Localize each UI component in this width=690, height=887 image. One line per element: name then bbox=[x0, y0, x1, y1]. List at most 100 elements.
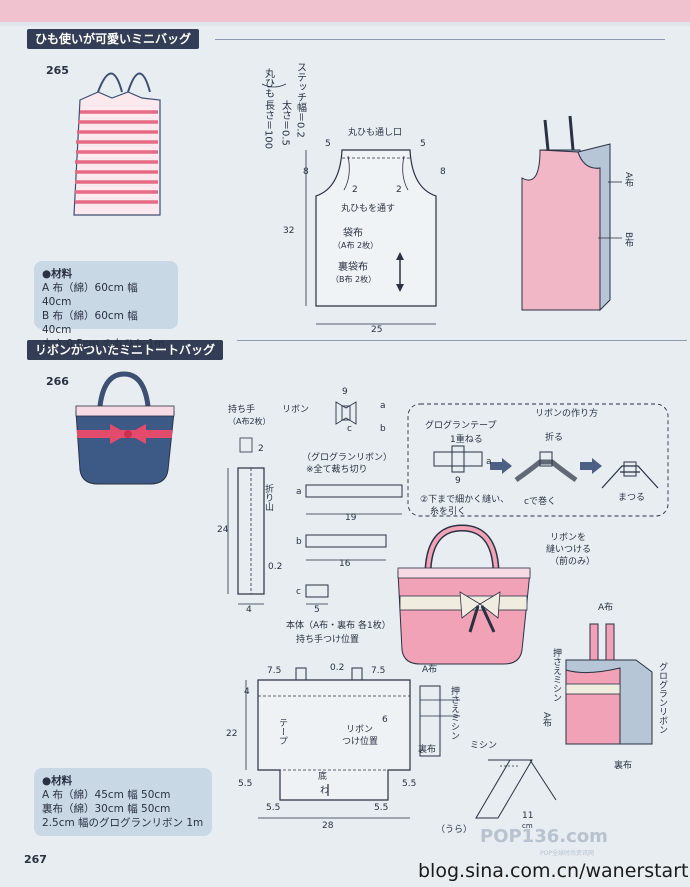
section-266-title: リボンがついたミニトートバッグ bbox=[27, 340, 224, 360]
piece-a: a bbox=[486, 457, 492, 467]
sew-ribbon-label: リボンを bbox=[550, 532, 586, 543]
sew-ribbon-label2: 縫いつける bbox=[546, 543, 591, 555]
slip-stitch-label: まつる bbox=[618, 492, 645, 503]
dim-7.5: 7.5 bbox=[371, 666, 385, 676]
page-number: 267 bbox=[24, 853, 47, 866]
material-line: A 布（綿）45cm 幅 50cm bbox=[42, 789, 171, 801]
handle-sub: （A布2枚） bbox=[228, 416, 271, 426]
section-265-title: ひも使いが可愛いミニバッグ bbox=[27, 29, 200, 49]
watermark-logo: POP136.com bbox=[480, 826, 608, 847]
piece-a: a bbox=[380, 401, 386, 411]
bag-side-construction bbox=[521, 115, 622, 312]
cut-note: ※全て裁ち切り bbox=[306, 463, 368, 475]
topstitch-label: 押さえミシン bbox=[449, 685, 460, 740]
materials-panel-266: ●材料 A 布（綿）45cm 幅 50cm 裏布（綿）30cm 幅 50cm 2… bbox=[34, 768, 212, 836]
tape-label: テープ bbox=[277, 718, 287, 745]
materials-panel-265: ●材料 A 布（綿）60cm 幅 40cm B 布（綿）60cm 幅 40cm … bbox=[34, 261, 178, 350]
body-label: 本体（A布・裏布 各1枚） bbox=[286, 619, 391, 631]
dim-5: 5 bbox=[325, 139, 331, 149]
detail-labels: （うら） 11 cm bbox=[436, 811, 533, 835]
dim-8: 8 bbox=[303, 167, 309, 177]
handle-seam-detail bbox=[475, 759, 557, 819]
section-divider bbox=[237, 340, 687, 341]
grosgrain-tape-label: グログランテープ bbox=[425, 419, 496, 431]
body-pattern bbox=[245, 667, 411, 819]
tote-bag-illustration bbox=[75, 371, 175, 485]
dim-11: 11 bbox=[522, 811, 533, 821]
material-line: A 布（綿）60cm 幅 40cm bbox=[42, 282, 138, 308]
fabric-b-label: B布 bbox=[623, 232, 634, 248]
dim-28: 28 bbox=[322, 821, 334, 831]
fold-wa-label: わ bbox=[320, 785, 329, 796]
top-pink-band bbox=[0, 0, 690, 22]
dim-4: 4 bbox=[246, 605, 252, 615]
handle-pattern bbox=[227, 437, 265, 605]
item-number-266: 266 bbox=[46, 375, 69, 388]
ribbon-howto-labels: リボンの作り方 グログランテープ 1重ねる 折る a 9 ②下まで細かく縫い、 … bbox=[420, 407, 645, 517]
dim-24: 24 bbox=[217, 525, 229, 535]
dim-25: 25 bbox=[371, 325, 382, 335]
fabric-a-label: A布 bbox=[541, 712, 552, 728]
blog-url: blog.sina.com.cn/wanerstart bbox=[418, 860, 689, 882]
fold-label: 折る bbox=[545, 431, 563, 443]
handle-position-label: 持ち手つけ位置 bbox=[296, 633, 359, 645]
dim-8: 8 bbox=[440, 167, 446, 177]
materials-title: ●材料 bbox=[42, 775, 73, 787]
dim-4: 4 bbox=[244, 687, 250, 697]
dim-0.2: 0.2 bbox=[330, 663, 344, 673]
sew-ribbon-labels: リボンを 縫いつける （前のみ） bbox=[546, 532, 595, 567]
material-line: 太さ 0.5cm の丸ひも 1m bbox=[42, 338, 165, 350]
body-pattern-labels: 本体（A布・裏布 各1枚） 持ち手つけ位置 7.5 0.2 7.5 4 22 テ… bbox=[226, 619, 416, 831]
overlap-label: 1重ねる bbox=[450, 433, 483, 445]
lining-label: 裏布 bbox=[418, 743, 436, 755]
fabric-a-label: A布 bbox=[598, 601, 613, 613]
piece-b: b bbox=[380, 424, 386, 434]
piece-c: c bbox=[296, 587, 301, 597]
ribbon-position-label: リボン bbox=[346, 724, 373, 735]
dim-22: 22 bbox=[226, 729, 237, 739]
dim-5: 5 bbox=[420, 139, 426, 149]
dim-7.5: 7.5 bbox=[267, 666, 281, 676]
dim-9: 9 bbox=[455, 476, 461, 486]
page-edge bbox=[0, 22, 690, 26]
machine-stitch-label: ミシン bbox=[470, 741, 497, 751]
inside-labels: A布 押さえミシン A布 グログランリボン 裏布 bbox=[541, 601, 668, 771]
ribbon-label: リボン bbox=[282, 404, 309, 415]
main-fabric-label: 袋布 bbox=[343, 226, 363, 239]
piece-c: c bbox=[347, 424, 352, 434]
lining-label: 裏布 bbox=[614, 759, 632, 771]
piece-b: b bbox=[296, 537, 302, 547]
dim-2: 2 bbox=[352, 185, 358, 195]
piece-a: a bbox=[296, 487, 302, 497]
thickness-label: 太さ＝0.5 bbox=[280, 99, 292, 146]
fold-line-label: 折り山 bbox=[263, 483, 274, 511]
dim-2: 2 bbox=[396, 185, 402, 195]
dim-0.2: 0.2 bbox=[268, 562, 282, 572]
ribbon-position-label2: つけ位置 bbox=[342, 735, 378, 747]
ribbon-howto-title: リボンの作り方 bbox=[535, 407, 598, 419]
grosgrain-label: （グログランリボン） bbox=[302, 451, 392, 463]
topstitch-label: 押さえミシン bbox=[551, 647, 562, 702]
dim-5.5: 5.5 bbox=[238, 779, 252, 789]
section-view-labels: A布 押さえミシン 裏布 ミシン bbox=[418, 663, 497, 755]
dim-16: 16 bbox=[339, 559, 351, 569]
dim-9: 9 bbox=[342, 387, 348, 397]
dim-32: 32 bbox=[283, 226, 294, 236]
lining-fabric-sub: （B布 2枚） bbox=[331, 274, 376, 284]
handle-labels: 持ち手 （A布2枚） 2 折り山 24 0.2 4 bbox=[217, 403, 282, 615]
wrap-c-label: cで巻く bbox=[524, 495, 556, 507]
grosgrain-ribbon-label: グログランリボン bbox=[657, 662, 668, 734]
material-line: 裏布（綿）30cm 幅 50cm bbox=[42, 803, 171, 815]
stitch-width-label: ステッチ幅＝0.2 bbox=[295, 62, 307, 138]
handle-label: 持ち手 bbox=[228, 403, 255, 415]
cord-spec-labels: 丸ひも 長さ＝100 太さ＝0.5 ステッチ幅＝0.2 bbox=[261, 62, 307, 149]
fabric-a-label: A布 bbox=[422, 663, 437, 675]
material-line: B 布（綿）60cm 幅 40cm bbox=[42, 310, 138, 336]
drawstring-bag-illustration bbox=[73, 72, 161, 216]
cord-opening-label: 丸ひも通し口 bbox=[348, 126, 402, 138]
wrong-side-label: （うら） bbox=[436, 824, 472, 835]
bag-pattern-flat bbox=[305, 149, 437, 325]
layered-section-view bbox=[419, 685, 460, 757]
dim-5.5: 5.5 bbox=[374, 803, 388, 813]
lining-fabric-label: 裏袋布 bbox=[338, 260, 368, 273]
